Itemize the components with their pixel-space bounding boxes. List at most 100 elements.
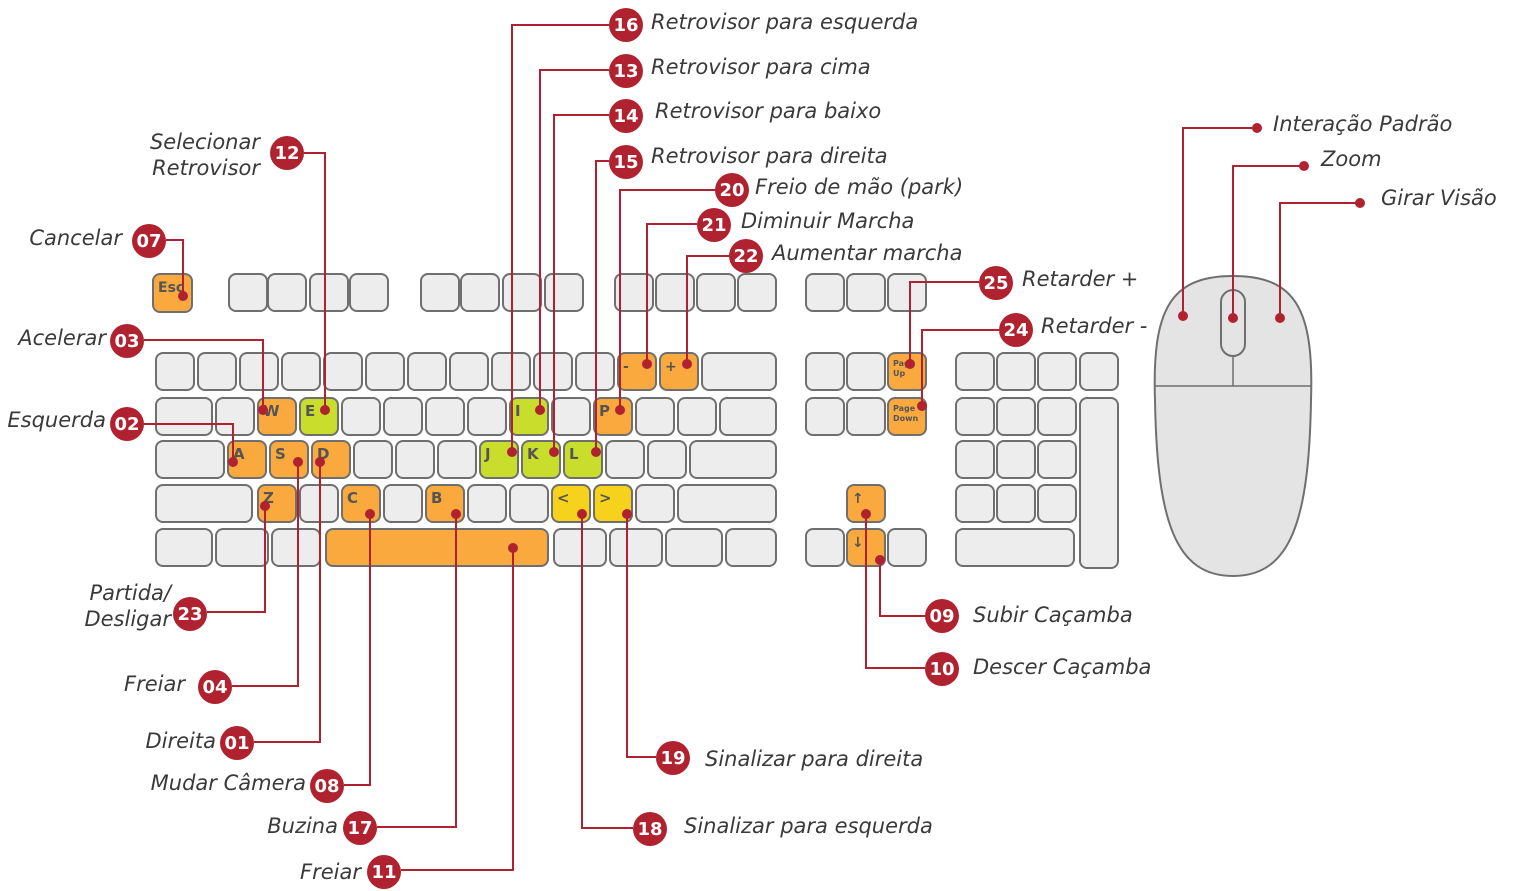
leader-08 (344, 514, 371, 786)
callout-20-label: Freio de mão (park) (755, 175, 964, 199)
callout-09-label: Subir Caçamba (973, 603, 1133, 627)
callout-04-label: Freiar (124, 672, 185, 696)
key-home (846, 352, 886, 391)
leader-20-dot (615, 405, 625, 415)
leader-09-dot (875, 555, 885, 565)
key-p-label: P (599, 402, 610, 420)
key-row2-3 (467, 397, 507, 436)
callout-10-badge: 10 (925, 652, 959, 686)
key-space (325, 528, 549, 567)
key-num5 (365, 352, 405, 391)
key-j-label: J (484, 445, 491, 463)
callout-20-badge: 20 (715, 173, 749, 207)
leader-24-dot (917, 401, 927, 411)
callout-13-label: Retrovisor para cima (651, 55, 871, 79)
callout-25-badge: 25 (979, 266, 1013, 300)
callout-08-badge: 08 (310, 769, 344, 803)
leader-08-dot (365, 509, 375, 519)
callout-24-label: Retarder - (1041, 314, 1148, 338)
key-quote (647, 440, 687, 479)
callout-22-badge: 22 (729, 239, 763, 273)
key-menu (665, 528, 723, 567)
leader-07-dot (178, 291, 188, 301)
key-f10 (655, 273, 695, 312)
key-numpad-r2-0 (955, 397, 995, 436)
leader-mouse-right-end (1355, 198, 1365, 208)
leader-21 (646, 223, 697, 364)
leader-mouse-wheel (1232, 165, 1304, 318)
callout-02-label: Esquerda (7, 408, 106, 432)
leader-18 (581, 514, 633, 829)
key-shift-right (677, 484, 777, 523)
key-f3 (309, 273, 349, 312)
leader-16-dot (507, 447, 517, 457)
key-f8 (544, 273, 584, 312)
key-bracket-l (635, 397, 675, 436)
key-sys2 (846, 273, 886, 312)
key-pagedown (887, 397, 927, 436)
callout-21-badge: 21 (697, 208, 731, 242)
callout-12-badge: 12 (270, 136, 304, 170)
key-fn (609, 528, 663, 567)
callout-23-line2: Desligar (84, 607, 171, 632)
key-delete (805, 397, 845, 436)
key-numpad-r3-1 (996, 440, 1036, 479)
leader-25-dot (905, 359, 915, 369)
key-numpad-r4-2 (1037, 484, 1077, 523)
key-caps (155, 440, 225, 479)
leader-21-dot (642, 359, 652, 369)
callout-15-label: Retrovisor para direita (651, 144, 888, 168)
key-numpad-r1-1 (996, 352, 1036, 391)
key-period-label: > (599, 489, 612, 507)
leader-25 (909, 281, 979, 364)
key-o (551, 397, 591, 436)
leader-mouse-wheel-dot (1228, 313, 1238, 323)
key-ctrl-right (725, 528, 777, 567)
key-minus-label: - (623, 359, 629, 375)
callout-11-label: Freiar (300, 860, 361, 884)
key-i-label: I (515, 402, 521, 420)
leader-23 (207, 506, 266, 613)
callout-13-badge: 13 (609, 54, 643, 88)
key-w-label: W (263, 402, 280, 420)
leader-01 (254, 462, 321, 743)
leader-22-dot (682, 359, 692, 369)
leader-22 (686, 255, 729, 364)
key-pagedown-label-0: Page (893, 404, 916, 413)
callout-25-label: Retarder + (1022, 267, 1139, 291)
callout-23-line1: Partida/ (89, 581, 171, 605)
key-insert (805, 352, 845, 391)
callout-03-label: Acelerar (18, 326, 106, 350)
key-numpad-r1-0 (955, 352, 995, 391)
leader-19 (626, 514, 656, 758)
leader-01-dot (315, 457, 325, 467)
leader-19-dot (622, 509, 632, 519)
callout-23-label: Partida/ Desligar (84, 580, 171, 633)
key-sys3 (887, 273, 927, 312)
callout-02-badge: 02 (110, 407, 144, 441)
callout-12-line2: Retrovisor (152, 156, 260, 181)
leader-mouse-wheel-end (1299, 161, 1309, 171)
key-numpad-r1-2 (1037, 352, 1077, 391)
key-arrow-left (805, 528, 845, 567)
key-f1 (228, 273, 268, 312)
key-row2-0 (341, 397, 381, 436)
key-numpad-r2-1 (996, 397, 1036, 436)
key-row3-1 (395, 440, 435, 479)
key-backspace (701, 352, 777, 391)
key-comma-label: < (557, 489, 570, 507)
key-numpad-r4-1 (996, 484, 1036, 523)
callout-01-badge: 01 (220, 726, 254, 760)
key-row3-2 (437, 440, 477, 479)
callout-07-badge: 07 (132, 224, 166, 258)
callout-21-label: Diminuir Marcha (741, 209, 915, 233)
callout-17-badge: 17 (343, 811, 377, 845)
key-f7 (502, 273, 542, 312)
key-numpad-plus (1079, 397, 1119, 569)
leader-mouse-left-end (1252, 123, 1262, 133)
leader-mouse-right-dot (1275, 313, 1285, 323)
leader-mouse-left-dot (1178, 311, 1188, 321)
leader-04-dot (293, 457, 303, 467)
leader-12-dot (320, 405, 330, 415)
callout-03-badge: 03 (110, 324, 144, 358)
